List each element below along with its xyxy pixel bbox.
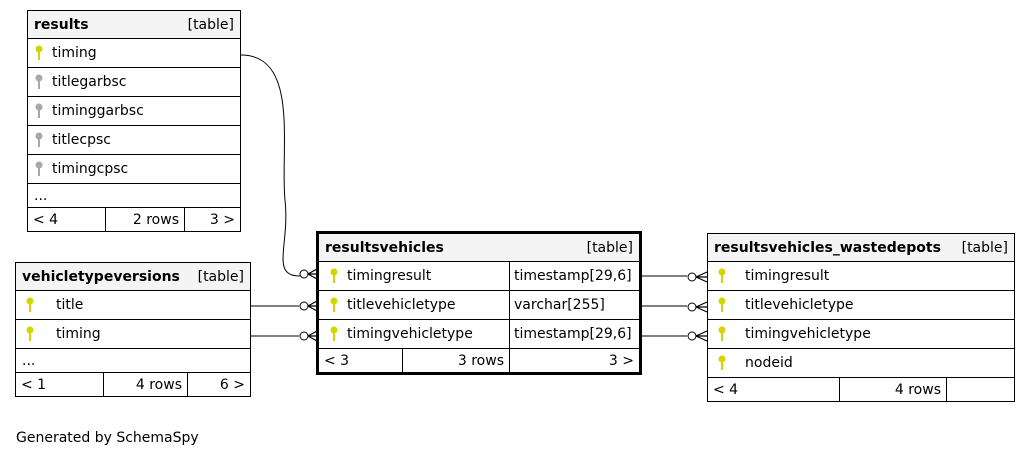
parents-link[interactable]: < 1 — [16, 373, 104, 396]
key-icon — [718, 326, 726, 341]
table-header: vehicletypeversions [table] — [16, 263, 250, 291]
key-icon — [26, 297, 34, 312]
key-icon — [26, 326, 34, 341]
parents-link[interactable]: < 3 — [319, 349, 403, 372]
column-name: title — [56, 297, 84, 313]
column-row[interactable]: titlegarbsc — [28, 68, 240, 97]
children-link[interactable] — [947, 378, 1014, 401]
row-count: 4 rows — [840, 378, 947, 401]
column-name: titlevehicletype — [347, 297, 456, 313]
parents-link[interactable]: < 4 — [708, 378, 840, 401]
column-type: timestamp[29,6] — [509, 320, 639, 348]
crowfoot-marker — [695, 271, 708, 283]
table-footer: < 1 4 rows 6 > — [16, 373, 250, 396]
parents-link[interactable]: < 4 — [28, 208, 106, 231]
column-type: timestamp[29,6] — [509, 262, 639, 290]
key-icon — [35, 161, 43, 176]
edge-results-resultsvehicles — [240, 54, 301, 277]
column-row[interactable]: titlevehicletype varchar[255] — [319, 291, 639, 320]
table-header: results [table] — [28, 11, 240, 39]
key-icon — [718, 355, 726, 370]
more-columns: ... — [16, 349, 250, 373]
key-icon — [35, 45, 43, 60]
column-name: timingresult — [745, 268, 830, 284]
table-kind: [table] — [586, 239, 633, 256]
key-icon — [35, 103, 43, 118]
column-name: titlegarbsc — [52, 74, 127, 90]
key-icon — [35, 74, 43, 89]
table-footer: < 3 3 rows 3 > — [319, 349, 639, 372]
column-name: timingresult — [347, 268, 432, 284]
table-name: resultsvehicles_wastedepots — [714, 239, 941, 256]
table-resultsvehicles[interactable]: resultsvehicles [table] timingresult time… — [316, 231, 642, 375]
key-icon — [330, 268, 338, 283]
column-name: timingvehicletype — [347, 326, 473, 342]
column-row[interactable]: timingvehicletype timestamp[29,6] — [319, 320, 639, 349]
row-count: 3 rows — [403, 349, 510, 372]
column-name: timing — [52, 45, 97, 61]
table-header: resultsvehicles [table] — [319, 234, 639, 262]
column-name: timing — [56, 326, 101, 342]
column-name: timingvehicletype — [745, 326, 871, 342]
key-icon — [330, 297, 338, 312]
column-row[interactable]: titlevehicletype — [708, 291, 1014, 320]
children-link[interactable]: 3 > — [209, 211, 235, 228]
column-row[interactable]: timinggarbsc — [28, 97, 240, 126]
column-row[interactable]: timing — [28, 39, 240, 68]
column-name: timingcpsc — [52, 161, 129, 177]
zero-marker — [687, 302, 697, 312]
table-footer: < 4 4 rows — [708, 378, 1014, 401]
row-count: 2 rows — [106, 208, 185, 231]
crowfoot-marker — [307, 268, 318, 280]
key-icon — [718, 297, 726, 312]
table-kind: [table] — [961, 239, 1008, 256]
column-row[interactable]: nodeid — [708, 349, 1014, 378]
generated-by-label: Generated by SchemaSpy — [16, 430, 199, 446]
column-row[interactable]: timingcpsc — [28, 155, 240, 184]
table-footer: < 4 2 rows 3 > — [28, 208, 240, 231]
column-name: timinggarbsc — [52, 103, 144, 119]
crowfoot-marker — [695, 330, 708, 342]
zero-marker — [299, 301, 309, 311]
zero-marker — [299, 269, 309, 279]
table-name: resultsvehicles — [325, 239, 444, 256]
table-vehicletypeversions[interactable]: vehicletypeversions [table] title timing… — [15, 262, 251, 397]
table-kind: [table] — [187, 16, 234, 33]
column-row[interactable]: timingresult timestamp[29,6] — [319, 262, 639, 291]
column-name: titlevehicletype — [745, 297, 854, 313]
column-name: titlecpsc — [52, 132, 111, 148]
key-icon — [718, 268, 726, 283]
key-icon — [35, 132, 43, 147]
crowfoot-marker — [307, 300, 318, 312]
zero-marker — [687, 272, 697, 282]
table-name: results — [34, 16, 89, 33]
column-row[interactable]: timingvehicletype — [708, 320, 1014, 349]
zero-marker — [299, 331, 309, 341]
column-row[interactable]: timingresult — [708, 262, 1014, 291]
table-name: vehicletypeversions — [22, 268, 180, 285]
column-row[interactable]: titlecpsc — [28, 126, 240, 155]
crowfoot-marker — [307, 330, 318, 342]
column-row[interactable]: title — [16, 291, 250, 320]
column-name: nodeid — [745, 355, 793, 371]
row-count: 4 rows — [104, 373, 188, 396]
more-columns: ... — [28, 184, 240, 208]
zero-marker — [687, 331, 697, 341]
table-resultsvehicles-wastedepots[interactable]: resultsvehicles_wastedepots [table] timi… — [707, 233, 1015, 402]
table-results[interactable]: results [table] timing titlegarbsc timin… — [27, 10, 241, 232]
key-icon — [330, 326, 338, 341]
children-link[interactable]: 3 > — [608, 352, 634, 369]
column-type: varchar[255] — [509, 291, 639, 319]
children-link[interactable]: 6 > — [219, 376, 245, 393]
crowfoot-marker — [695, 301, 708, 313]
table-header: resultsvehicles_wastedepots [table] — [708, 234, 1014, 262]
column-row[interactable]: timing — [16, 320, 250, 349]
table-kind: [table] — [197, 268, 244, 285]
